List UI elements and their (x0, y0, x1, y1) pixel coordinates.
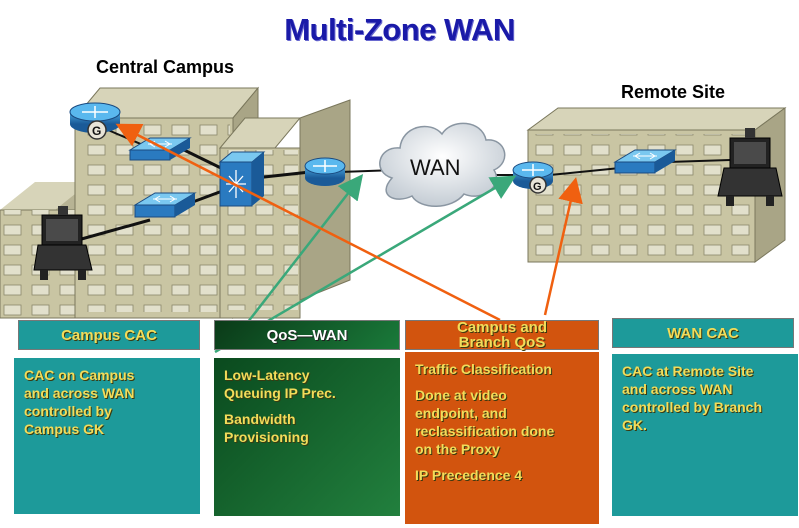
campus-wan-router-icon[interactable] (304, 157, 346, 186)
wan-cac-line: GK. (622, 417, 647, 433)
wan-cac-line: and across WAN (622, 381, 733, 397)
branch-qos-heading-line: Campus and (456, 319, 547, 336)
branch-qos-line: endpoint, and (415, 405, 507, 421)
remote-switch-icon[interactable] (613, 149, 677, 174)
qos-wan-para: Low-Latency Queuing IP Prec. (224, 366, 392, 402)
wan-cac-body: CAC at Remote Site and across WAN contro… (612, 354, 798, 516)
branch-qos-line: on the Proxy (415, 441, 500, 457)
campus-cac-heading: Campus CAC (18, 320, 200, 350)
wan-cac-heading: WAN CAC (612, 318, 794, 348)
qos-wan-line: Provisioning (224, 429, 309, 445)
qos-wan-line: Bandwidth (224, 411, 296, 427)
remote-gatekeeper-letter: G (533, 181, 542, 193)
campus-cac-line: Campus GK (24, 421, 105, 437)
branch-qos-heading-line: Branch QoS (458, 334, 546, 351)
branch-qos-line: reclassification done (415, 423, 555, 439)
branch-qos-heading: Campus and Branch QoS (405, 320, 599, 350)
wan-cloud (379, 122, 506, 207)
branch-qos-para: Traffic Classification (415, 361, 552, 377)
campus-cac-line: and across WAN (24, 385, 135, 401)
wan-label: WAN (410, 155, 461, 180)
multilayer-switch-icon[interactable] (218, 151, 266, 207)
qos-wan-line: Low-Latency (224, 367, 310, 383)
qos-wan-para: Bandwidth Provisioning (224, 410, 392, 446)
campus-gatekeeper-icon[interactable] (69, 102, 121, 140)
campus-video-endpoint-icon[interactable] (33, 206, 93, 280)
campus-cac-line: CAC on Campus (24, 367, 135, 383)
qos-wan-line: Queuing IP Prec. (224, 385, 336, 401)
qos-wan-body: Low-Latency Queuing IP Prec. Bandwidth P… (214, 358, 400, 516)
branch-qos-para: IP Precedence 4 (415, 467, 523, 483)
campus-switch-lower-icon[interactable] (133, 192, 197, 218)
central-campus-label: Central Campus (96, 57, 235, 77)
page-title: Multi-Zone WAN (284, 12, 515, 47)
campus-cac-body: CAC on Campus and across WAN controlled … (14, 358, 200, 514)
qos-wan-heading: QoS—WAN (214, 320, 400, 350)
branch-qos-para: Done at video endpoint, and reclassifica… (415, 386, 591, 458)
remote-video-endpoint-icon[interactable] (717, 128, 783, 206)
campus-gatekeeper-letter: G (92, 124, 101, 138)
remote-site-label: Remote Site (621, 82, 726, 102)
branch-qos-body: Traffic Classification Done at video end… (405, 352, 599, 524)
campus-cac-line: controlled by (24, 403, 112, 419)
wan-cac-line: controlled by Branch (622, 399, 763, 415)
remote-gatekeeper-icon[interactable] (512, 161, 554, 194)
wan-cac-line: CAC at Remote Site (622, 363, 754, 379)
branch-qos-line: Done at video (415, 387, 507, 403)
